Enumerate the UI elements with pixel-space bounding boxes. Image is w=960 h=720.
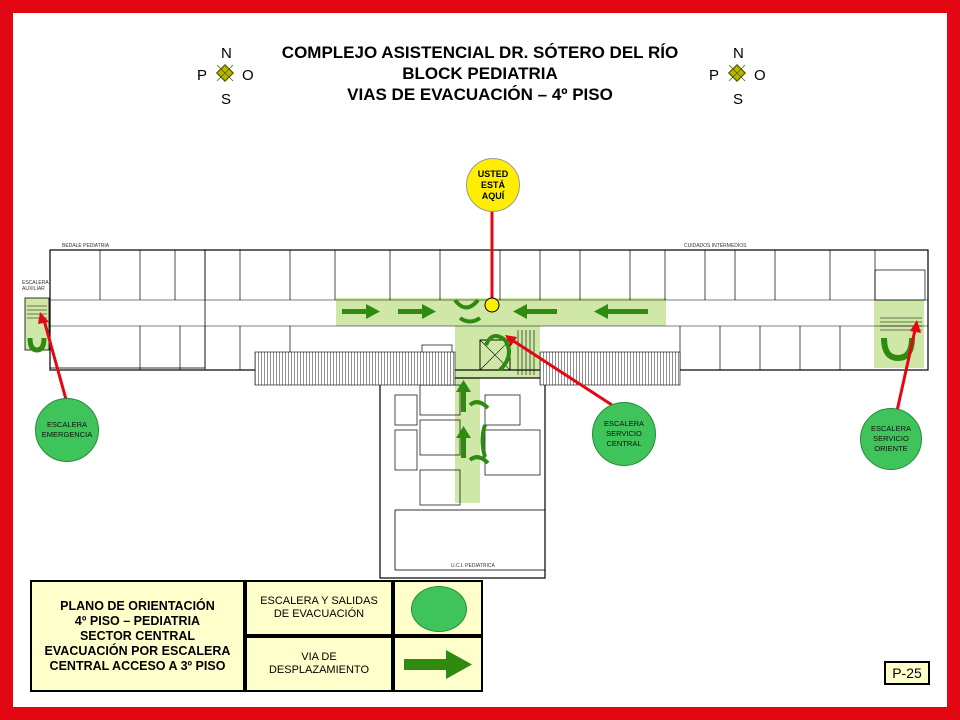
- curved-arrow-icon: [458, 316, 482, 324]
- plan-label-bottom: U.C.I. PEDIATRICA: [451, 563, 495, 569]
- you-are-here-badge: USTED ESTÁ AQUÍ: [466, 158, 520, 212]
- compass-west: O: [754, 67, 766, 84]
- compass-rose-right: N S P O: [707, 45, 767, 109]
- legend-orientation-box: [30, 580, 245, 692]
- route-arrow-right-icon: [342, 304, 380, 319]
- you-are-here-marker: [484, 297, 500, 313]
- pointer-lines: [42, 209, 917, 421]
- title-line-2: BLOCK PEDIATRIA: [402, 64, 558, 83]
- legend-stairs-line-1: ESCALERA Y SALIDAS: [260, 595, 378, 607]
- balcony-east: [539, 351, 681, 386]
- you-are-here-line-2: ESTÁ: [480, 179, 505, 190]
- compass-east: P: [709, 67, 720, 84]
- compass-east: P: [197, 67, 208, 84]
- compass-north: N: [733, 45, 744, 62]
- stair-badge-emergency: ESCALERA EMERGENCIA: [35, 398, 99, 462]
- stair-east-line-2: SERVICIO: [873, 434, 909, 443]
- stair-emergency-line-2: EMERGENCIA: [41, 430, 93, 439]
- pointer-arrowhead-icon: [910, 320, 921, 333]
- curved-arrow-icon: [484, 334, 511, 372]
- legend-route-text: VIA DE DESPLAZAMIENTO: [247, 638, 391, 690]
- compass-south: S: [221, 91, 232, 108]
- compass-west: O: [242, 67, 254, 84]
- compass-north: N: [221, 45, 232, 62]
- plan-label-stair-left: ESCALERA AUXILIAR: [22, 280, 49, 292]
- stair-badge-central: ESCALERA SERVICIO CENTRAL: [592, 402, 656, 466]
- you-are-here-line-1: USTED: [477, 168, 509, 179]
- title-line-3: VIAS DE EVACUACIÓN – 4º PISO: [347, 85, 613, 104]
- legend-stairs-box: [245, 580, 393, 636]
- plan-label-right-wing: CUIDADOS INTERMEDIOS: [684, 243, 747, 249]
- west-stair: [27, 305, 47, 319]
- stair-central-line-1: ESCALERA: [603, 419, 645, 428]
- compass-star-icon: [727, 63, 747, 83]
- legend-stairs-line-2: DE EVACUACIÓN: [273, 608, 365, 620]
- curved-arrow-icon: [468, 400, 490, 410]
- pointer-arrowhead-icon: [505, 335, 517, 346]
- page-title: COMPLEJO ASISTENCIAL DR. SÓTERO DEL RÍO …: [250, 42, 710, 105]
- stair-emergency-line-1: ESCALERA: [46, 420, 88, 429]
- plan-label-left-wing: BEDALE PEDIATRIA: [62, 243, 110, 249]
- legend-route-arrow-icon: [404, 650, 472, 679]
- title-line-1: COMPLEJO ASISTENCIAL DR. SÓTERO DEL RÍO: [281, 43, 679, 62]
- curved-arrow-icon: [468, 455, 490, 465]
- stair-east-line-1: ESCALERA: [870, 424, 912, 433]
- route-arrow-up-icon: [456, 426, 471, 458]
- curved-arrow-icon: [453, 298, 480, 310]
- orientation-line-1: PLANO DE ORIENTACIÓN: [60, 598, 215, 613]
- legend-route-box: [245, 636, 393, 692]
- u-turn-arrow-icon: [27, 337, 47, 353]
- orientation-line-4: EVACUACIÓN POR ESCALERA: [44, 643, 231, 658]
- stair-central-line-3: CENTRAL: [606, 439, 642, 448]
- you-are-here-line-3: AQUÍ: [481, 190, 505, 201]
- compass-south: S: [733, 91, 744, 108]
- compass-star-icon: [215, 63, 235, 83]
- route-zone-south: [455, 378, 480, 503]
- route-arrow-left-icon: [513, 304, 557, 319]
- stair-central-line-2: SERVICIO: [606, 429, 642, 438]
- legend-orientation-text: PLANO DE ORIENTACIÓN 4º PISO – PEDIATRIA…: [32, 582, 243, 690]
- stair-east-line-3: ORIENTE: [874, 444, 908, 453]
- route-arrow-right-icon: [398, 304, 436, 319]
- legend-stairs-text: ESCALERA Y SALIDAS DE EVACUACIÓN: [247, 582, 391, 634]
- stair-badge-east: ESCALERA SERVICIO ORIENTE: [860, 408, 922, 470]
- balcony-west: [254, 351, 456, 386]
- route-arrow-left-icon: [594, 304, 648, 319]
- route-arrows: [342, 304, 648, 458]
- page-code: P-25: [892, 665, 922, 681]
- route-arrow-up-icon: [456, 380, 471, 412]
- curved-arrow-icon: [480, 424, 487, 458]
- legend-route-line-1: VIA DE: [301, 651, 337, 663]
- page-code-badge: P-25: [884, 661, 930, 685]
- legend-stair-circle-icon: [411, 586, 467, 632]
- inner-frame: [10, 10, 950, 710]
- orientation-line-2: 4º PISO – PEDIATRIA: [74, 613, 201, 628]
- pointer-arrowhead-icon: [38, 312, 49, 324]
- compass-rose-left: N S P O: [195, 45, 255, 109]
- legend-route-line-2: DESPLAZAMIENTO: [268, 664, 370, 676]
- orientation-line-3: SECTOR CENTRAL: [79, 628, 196, 643]
- orientation-line-5: CENTRAL ACCESO A 3º PISO: [49, 658, 226, 673]
